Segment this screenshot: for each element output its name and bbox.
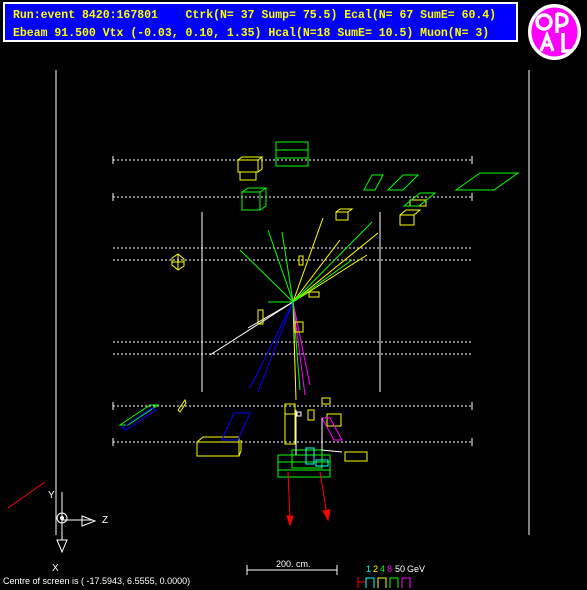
opal-logo-icon (527, 3, 582, 61)
scale-label: 200. cm. (276, 559, 311, 569)
white-hits (295, 410, 343, 455)
legend-value-8: 8 (387, 564, 392, 574)
muon-tracks (7, 471, 331, 527)
hcal-clusters (118, 141, 520, 478)
y-axis-label: Y (48, 490, 55, 501)
detector-layer-ticks (112, 156, 473, 446)
legend-unit: GeV (407, 564, 425, 574)
event-info-panel: Run:event 8420:167801 Ctrk(N= 37 Sump= 7… (3, 2, 518, 42)
legend-value-1: 1 (366, 564, 371, 574)
legend-value-50: 50 (395, 564, 405, 574)
run-event-summary: Run:event 8420:167801 Ctrk(N= 37 Sump= 7… (13, 9, 497, 22)
cyan-clusters (305, 447, 329, 467)
legend-value-4: 4 (380, 564, 385, 574)
ecal-clusters (171, 156, 427, 462)
central-tracks (209, 217, 379, 401)
x-axis-label: X (52, 563, 59, 574)
legend-value-2: 2 (373, 564, 378, 574)
energy-legend (357, 577, 411, 588)
screen-centre-readout: Centre of screen is ( -17.5943, 6.5555, … (3, 576, 190, 586)
axis-indicator (56, 492, 97, 554)
z-axis-label: Z (102, 515, 108, 526)
scale-bar (246, 565, 338, 575)
blue-ecal-clusters (121, 407, 251, 441)
magenta-clusters (321, 417, 343, 441)
beam-vertex-summary: Ebeam 91.500 Vtx (-0.03, 0.10, 1.35) Hca… (13, 27, 490, 40)
